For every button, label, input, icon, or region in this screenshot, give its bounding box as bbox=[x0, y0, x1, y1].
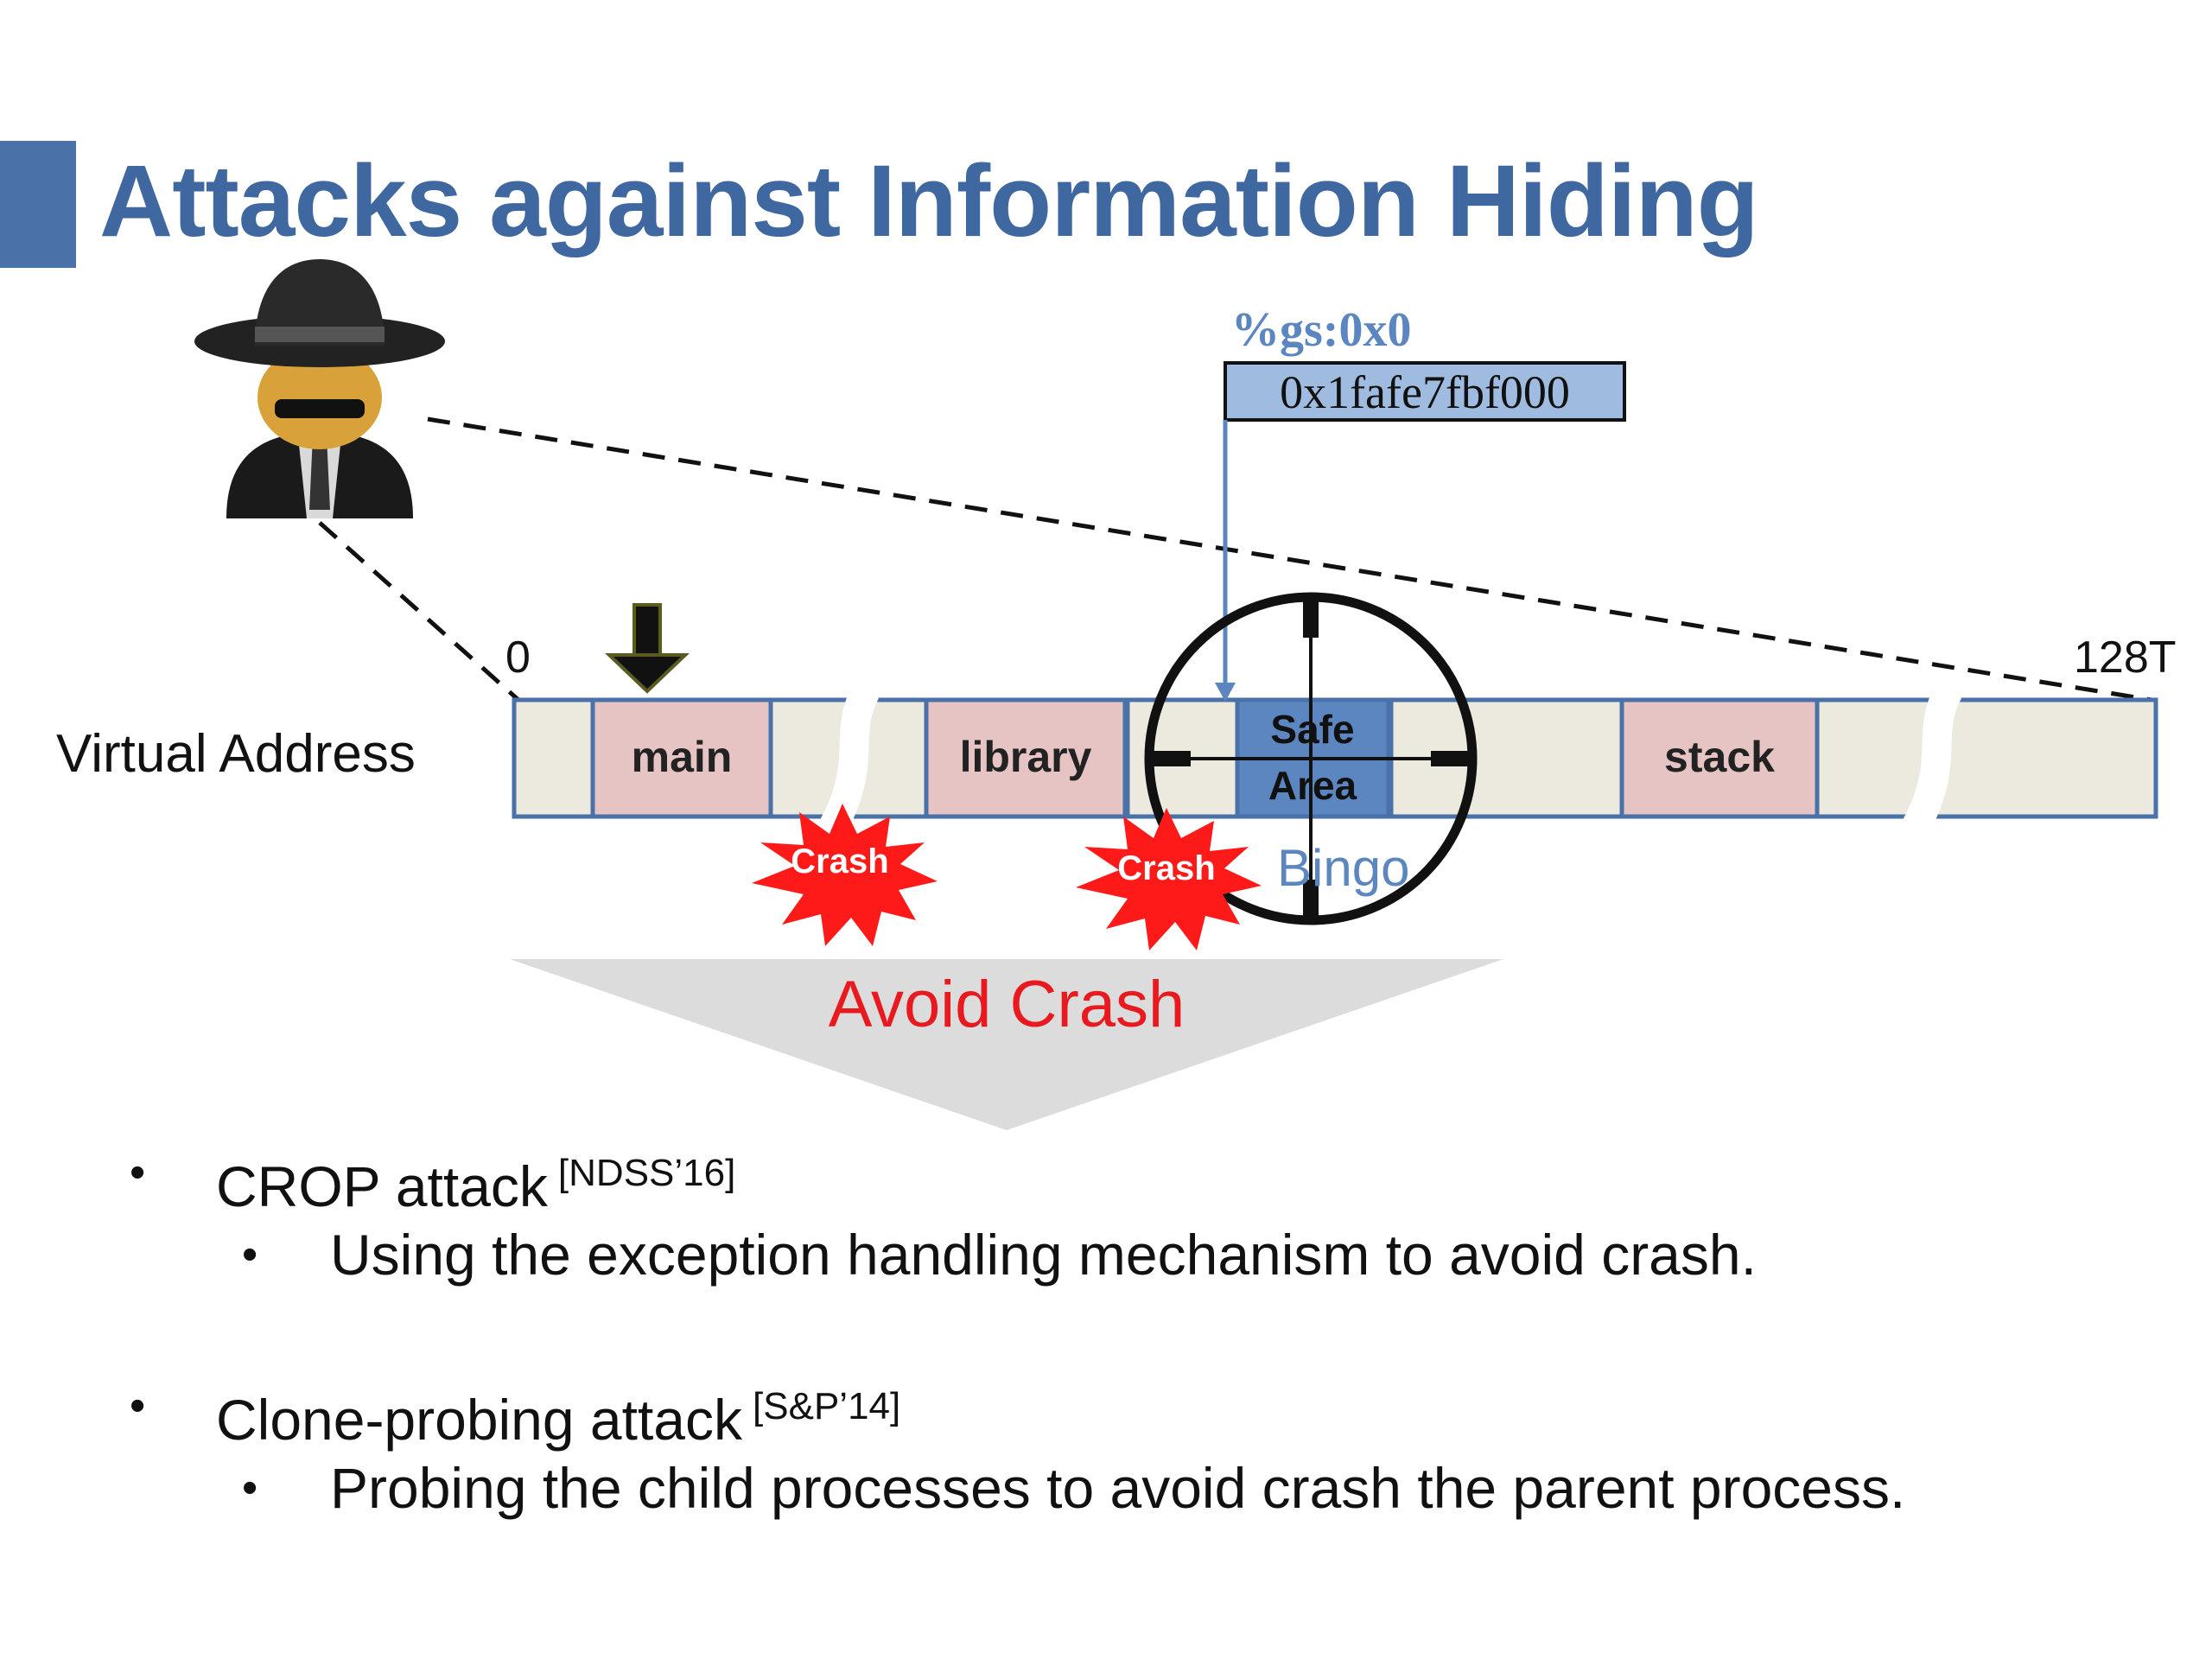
gs-register-label: %gs:0x0 bbox=[1231, 303, 1411, 357]
list-item: • Clone-probing attack[S&P’14] bbox=[130, 1365, 2117, 1452]
segment-library-label: library bbox=[960, 733, 1092, 781]
gs-value-label: 0x1fafe7fbf000 bbox=[1280, 366, 1570, 418]
break-mark bbox=[1903, 683, 1962, 832]
bullet-subtext: Probing the child processes to avoid cra… bbox=[330, 1456, 1906, 1520]
crash-label: Crash bbox=[791, 842, 888, 880]
gs-pointer-head bbox=[1215, 683, 1236, 702]
gs-value-box bbox=[1224, 361, 1626, 422]
avoid-crash-label: Avoid Crash bbox=[829, 968, 1185, 1041]
break-mark bbox=[820, 683, 880, 832]
list-item: • Probing the child processes to avoid c… bbox=[130, 1447, 2117, 1529]
probe-line-left bbox=[318, 521, 520, 702]
axis-end-label: 128T bbox=[2074, 632, 2177, 683]
crash-burst-icon: Crash bbox=[1076, 808, 1262, 950]
bullet-text: CROP attack bbox=[216, 1154, 548, 1218]
segment-stack-label: stack bbox=[1664, 733, 1775, 781]
probe-arrow-icon bbox=[605, 603, 690, 694]
crosshair-icon bbox=[1144, 592, 1478, 925]
segment-main-label: main bbox=[632, 733, 733, 781]
segment-main bbox=[590, 697, 773, 819]
citation: [S&P’14] bbox=[753, 1385, 901, 1427]
bullet-dot: • bbox=[242, 1463, 258, 1513]
segment-stack bbox=[1619, 697, 1820, 819]
bullet-subtext: Using the exception handling mechanism t… bbox=[330, 1223, 1757, 1287]
segment-safe-label-2: Area bbox=[1268, 763, 1357, 808]
bingo-label: Bingo bbox=[1277, 839, 1409, 897]
avoid-crash-arrow bbox=[510, 959, 1503, 1130]
bullet-dot: • bbox=[242, 1230, 258, 1280]
segment-library bbox=[924, 697, 1128, 819]
axis-start-label: 0 bbox=[505, 632, 531, 683]
title-accent-bar bbox=[0, 141, 76, 268]
list-item: • CROP attack[NDSS’16] bbox=[130, 1132, 2117, 1218]
bullet-dot: • bbox=[130, 1381, 146, 1431]
bullet-list: • CROP attack[NDSS’16] • Using the excep… bbox=[130, 1132, 2117, 1529]
crash-burst-icon: Crash bbox=[752, 804, 938, 946]
list-item: • Using the exception handling mechanism… bbox=[130, 1214, 2117, 1296]
crash-label: Crash bbox=[1117, 849, 1215, 887]
citation: [NDSS’16] bbox=[557, 1152, 736, 1194]
slide-title: Attacks against Information Hiding bbox=[99, 144, 1759, 258]
probe-line-right bbox=[427, 416, 2152, 702]
bullet-text: Clone-probing attack bbox=[216, 1388, 743, 1452]
row-label: Virtual Address bbox=[56, 724, 416, 784]
attacker-spy-icon bbox=[194, 259, 445, 518]
bullet-dot: • bbox=[130, 1147, 146, 1198]
